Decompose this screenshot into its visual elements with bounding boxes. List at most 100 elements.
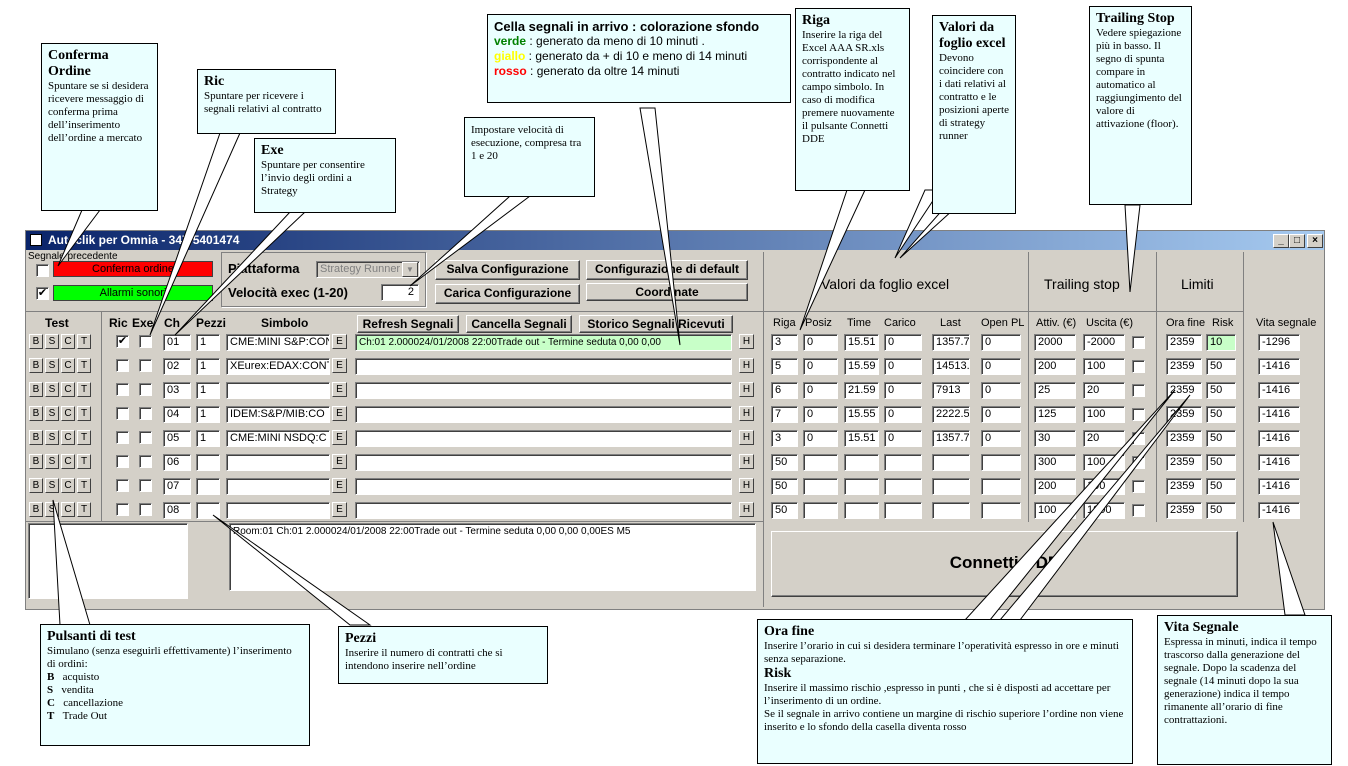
default-config-button[interactable]: Configurazione di default <box>586 260 748 280</box>
trailing-active-checkbox[interactable] <box>1132 336 1145 349</box>
trailing-active-checkbox[interactable] <box>1132 504 1145 517</box>
ora-fine-input[interactable]: 2359 <box>1166 334 1202 351</box>
edit-symbol-button[interactable]: E <box>332 382 347 397</box>
riga-input[interactable]: 5 <box>771 358 798 375</box>
attiv-input[interactable]: 300 <box>1034 454 1076 471</box>
edit-symbol-button[interactable]: E <box>332 430 347 445</box>
ora-fine-input[interactable]: 2359 <box>1166 406 1202 423</box>
pezzi-input[interactable] <box>196 454 220 471</box>
history-row-button[interactable]: H <box>739 406 754 421</box>
riga-input[interactable]: 7 <box>771 406 798 423</box>
connect-dde-button[interactable]: Connetti DDE <box>771 531 1238 597</box>
test-button-s[interactable]: S <box>45 406 59 421</box>
coordinates-button[interactable]: Coordinate <box>586 283 748 301</box>
attiv-input[interactable]: 200 <box>1034 478 1076 495</box>
test-button-b[interactable]: B <box>29 382 43 397</box>
exe-checkbox[interactable] <box>139 407 152 420</box>
pezzi-input[interactable]: 1 <box>196 334 220 351</box>
exe-checkbox[interactable] <box>139 479 152 492</box>
platform-select[interactable]: Strategy Runner <box>316 261 420 278</box>
pezzi-input[interactable]: 1 <box>196 358 220 375</box>
pezzi-input[interactable] <box>196 478 220 495</box>
uscita-input[interactable]: -2000 <box>1083 334 1125 351</box>
test-button-b[interactable]: B <box>29 358 43 373</box>
pezzi-input[interactable]: 1 <box>196 430 220 447</box>
confirm-order-checkbox[interactable] <box>36 264 49 277</box>
exe-checkbox[interactable] <box>139 431 152 444</box>
history-row-button[interactable]: H <box>739 382 754 397</box>
test-button-s[interactable]: S <box>45 478 59 493</box>
edit-symbol-button[interactable]: E <box>332 358 347 373</box>
refresh-signals-button[interactable]: Refresh Segnali <box>357 315 459 333</box>
test-button-s[interactable]: S <box>45 358 59 373</box>
ric-checkbox[interactable] <box>116 407 129 420</box>
pezzi-input[interactable]: 1 <box>196 382 220 399</box>
test-button-c[interactable]: C <box>61 430 75 445</box>
test-button-t[interactable]: T <box>77 478 91 493</box>
riga-input[interactable]: 50 <box>771 478 798 495</box>
test-button-c[interactable]: C <box>61 382 75 397</box>
save-config-button[interactable]: Salva Configurazione <box>435 260 580 280</box>
ora-fine-input[interactable]: 2359 <box>1166 382 1202 399</box>
symbol-input[interactable] <box>226 478 330 495</box>
ric-checkbox[interactable]: ✔ <box>116 335 129 348</box>
test-button-c[interactable]: C <box>61 478 75 493</box>
uscita-input[interactable]: 20 <box>1083 430 1125 447</box>
test-button-s[interactable]: S <box>45 454 59 469</box>
test-button-b[interactable]: B <box>29 502 43 517</box>
riga-input[interactable]: 50 <box>771 502 798 519</box>
risk-input[interactable]: 50 <box>1206 502 1236 519</box>
uscita-input[interactable]: 100 <box>1083 358 1125 375</box>
riga-input[interactable]: 50 <box>771 454 798 471</box>
history-row-button[interactable]: H <box>739 358 754 373</box>
test-button-c[interactable]: C <box>61 334 75 349</box>
risk-input[interactable]: 50 <box>1206 382 1236 399</box>
trailing-active-checkbox[interactable] <box>1132 360 1145 373</box>
riga-input[interactable]: 6 <box>771 382 798 399</box>
ora-fine-input[interactable]: 2359 <box>1166 430 1202 447</box>
ora-fine-input[interactable]: 2359 <box>1166 502 1202 519</box>
ric-checkbox[interactable] <box>116 479 129 492</box>
symbol-input[interactable]: IDEM:S&P/MIB:CO <box>226 406 330 423</box>
signal-history-button[interactable]: Storico Segnali Ricevuti <box>579 315 733 333</box>
test-button-t[interactable]: T <box>77 502 91 517</box>
exe-checkbox[interactable] <box>139 335 152 348</box>
test-button-t[interactable]: T <box>77 334 91 349</box>
minimize-icon[interactable]: _ <box>1273 234 1289 248</box>
history-row-button[interactable]: H <box>739 502 754 517</box>
history-row-button[interactable]: H <box>739 430 754 445</box>
risk-input[interactable]: 50 <box>1206 430 1236 447</box>
test-button-b[interactable]: B <box>29 478 43 493</box>
test-button-t[interactable]: T <box>77 358 91 373</box>
attiv-input[interactable]: 125 <box>1034 406 1076 423</box>
attiv-input[interactable]: 200 <box>1034 358 1076 375</box>
symbol-input[interactable] <box>226 502 330 519</box>
ric-checkbox[interactable] <box>116 359 129 372</box>
symbol-input[interactable] <box>226 454 330 471</box>
test-button-c[interactable]: C <box>61 358 75 373</box>
test-button-s[interactable]: S <box>45 502 59 517</box>
ora-fine-input[interactable]: 2359 <box>1166 454 1202 471</box>
test-button-t[interactable]: T <box>77 454 91 469</box>
attiv-input[interactable]: 2000 <box>1034 334 1076 351</box>
uscita-input[interactable]: 1000 <box>1083 502 1125 519</box>
trailing-active-checkbox[interactable] <box>1132 408 1145 421</box>
edit-symbol-button[interactable]: E <box>332 334 347 349</box>
test-button-b[interactable]: B <box>29 334 43 349</box>
test-button-c[interactable]: C <box>61 406 75 421</box>
edit-symbol-button[interactable]: E <box>332 478 347 493</box>
exe-checkbox[interactable] <box>139 359 152 372</box>
ora-fine-input[interactable]: 2359 <box>1166 478 1202 495</box>
symbol-input[interactable] <box>226 382 330 399</box>
attiv-input[interactable]: 30 <box>1034 430 1076 447</box>
attiv-input[interactable]: 100 <box>1034 502 1076 519</box>
risk-input[interactable]: 50 <box>1206 406 1236 423</box>
test-button-t[interactable]: T <box>77 382 91 397</box>
risk-input[interactable]: 10 <box>1206 334 1236 351</box>
symbol-input[interactable]: CME:MINI NSDQ:C <box>226 430 330 447</box>
test-button-t[interactable]: T <box>77 430 91 445</box>
ric-checkbox[interactable] <box>116 431 129 444</box>
symbol-input[interactable]: XEurex:EDAX:CONT <box>226 358 330 375</box>
attiv-input[interactable]: 25 <box>1034 382 1076 399</box>
maximize-icon[interactable]: □ <box>1289 234 1305 248</box>
